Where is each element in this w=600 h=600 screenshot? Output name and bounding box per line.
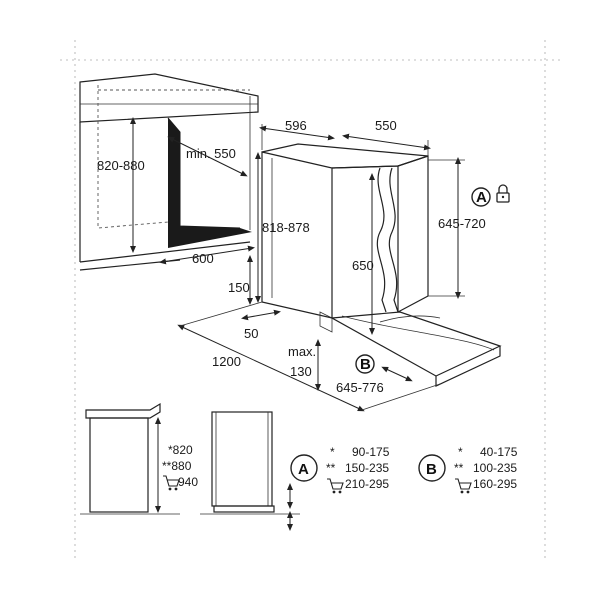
cart-icon xyxy=(163,475,180,491)
label-side-h1: *820 xyxy=(168,443,193,457)
dim-niche-width: 600 xyxy=(159,245,255,266)
lock-icon xyxy=(496,184,510,203)
label-top-width: 596 xyxy=(285,118,307,133)
legend-b-mark-2: ** xyxy=(454,461,464,475)
frame-guides xyxy=(60,40,560,560)
legend-b: B * 40-175 ** 100-235 160-295 xyxy=(418,445,518,494)
dim-plinth-height: 150 xyxy=(228,255,253,305)
dim-appliance-height: 818-878 xyxy=(255,152,310,303)
label-side-h3: 940 xyxy=(178,475,198,489)
legend-b-value-2: 100-235 xyxy=(473,461,517,475)
label-130: 130 xyxy=(290,364,312,379)
label-door-inner: 650 xyxy=(352,258,374,273)
legend-b-letter: B xyxy=(426,461,437,478)
label-open-width: 1200 xyxy=(212,354,241,369)
niche-interior xyxy=(167,117,252,248)
dim-niche-height: 820-880 xyxy=(97,117,145,253)
label-plinth-depth: 50 xyxy=(244,326,258,341)
label-min-depth: min. 550 xyxy=(186,146,236,161)
dishwasher-body xyxy=(261,143,429,333)
cart-icon xyxy=(455,478,472,494)
label-side-h2: **880 xyxy=(162,459,192,473)
legend-a-value-1: 90-175 xyxy=(352,445,390,459)
legend-b-mark-1: * xyxy=(458,445,463,459)
label-range-b: 645-776 xyxy=(336,380,384,395)
label-appliance-height: 818-878 xyxy=(262,220,310,235)
marker-b-diagram: B 645-776 xyxy=(336,354,413,395)
legend-a-value-3: 210-295 xyxy=(345,477,389,491)
legend-a: A * 90-175 ** 150-235 210-295 xyxy=(290,445,390,494)
legend-b-value-3: 160-295 xyxy=(473,477,517,491)
legend-b-value-1: 40-175 xyxy=(480,445,518,459)
legend-a-mark-1: * xyxy=(330,445,335,459)
dim-open-width: 1200 xyxy=(177,301,441,412)
dim-door-height: 645-720 xyxy=(428,157,486,299)
marker-a-top-letter: A xyxy=(476,189,487,206)
label-plinth-height: 150 xyxy=(228,280,250,295)
dim-top-depth: 550 xyxy=(342,118,431,156)
open-door xyxy=(330,311,502,387)
label-niche-height: 820-880 xyxy=(97,158,145,173)
label-top-depth: 550 xyxy=(375,118,397,133)
dim-max-130: max. 130 xyxy=(288,339,321,391)
legend-a-mark-2: ** xyxy=(326,461,336,475)
marker-a-top: A xyxy=(471,187,491,207)
dim-top-width: 596 xyxy=(259,118,335,150)
legend-a-value-2: 150-235 xyxy=(345,461,389,475)
label-door-height: 645-720 xyxy=(438,216,486,231)
dim-plinth-depth: 50 xyxy=(241,309,281,341)
label-max: max. xyxy=(288,344,316,359)
legend-a-letter: A xyxy=(298,461,309,478)
marker-b-diagram-letter: B xyxy=(360,356,371,373)
dim-min-depth: min. 550 xyxy=(167,136,248,177)
dim-door-inner: 650 xyxy=(352,173,375,335)
label-niche-width: 600 xyxy=(192,251,214,266)
lower-appliance-side xyxy=(200,411,300,531)
cart-icon xyxy=(327,478,344,494)
lower-cabinet-left xyxy=(80,402,180,515)
dim-side-heights: *820 **880 940 xyxy=(155,417,198,513)
